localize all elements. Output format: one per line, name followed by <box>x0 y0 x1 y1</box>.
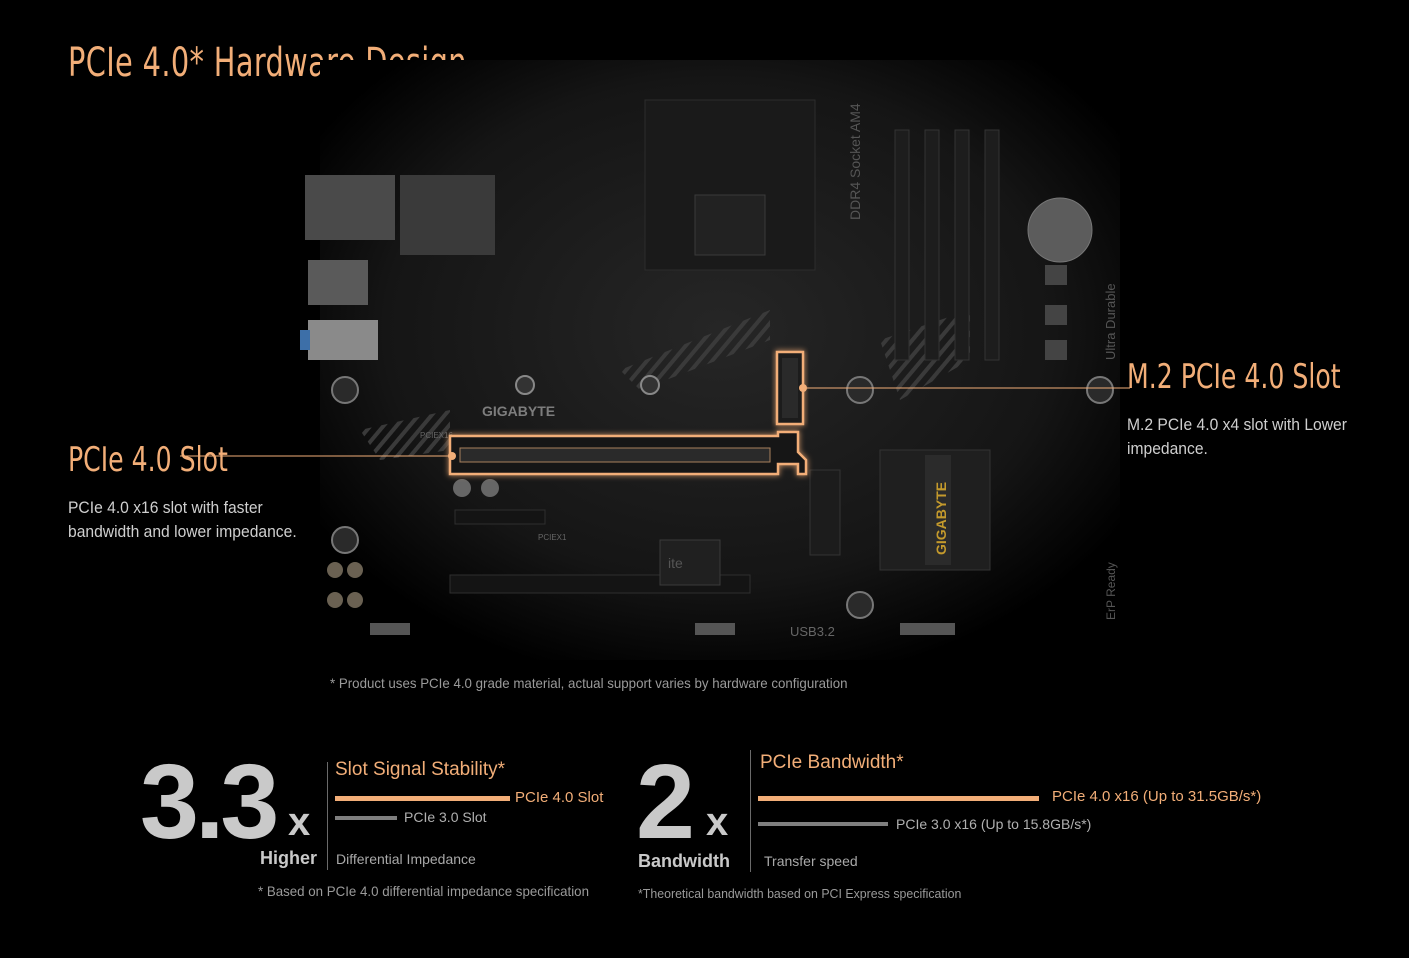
standoff <box>846 591 874 619</box>
erp-silkscreen: ErP Ready <box>1104 562 1118 620</box>
io-chip <box>659 539 721 586</box>
m2-secondary-slot <box>809 469 841 556</box>
choke <box>1045 305 1067 325</box>
pcie-slot-callout-description: PCIe 4.0 x16 slot with faster bandwidth … <box>68 498 297 541</box>
pin-header <box>370 623 410 635</box>
bar-pcie3 <box>335 816 397 820</box>
stat-heading: PCIe Bandwidth* <box>760 752 904 773</box>
pin-header <box>695 623 735 635</box>
standoff <box>515 375 535 395</box>
product-footnote: * Product uses PCIe 4.0 grade material, … <box>330 675 848 691</box>
standoff <box>1086 376 1114 404</box>
pin-header <box>900 623 955 635</box>
stat-caption: Differential Impedance <box>336 851 476 867</box>
standoff <box>640 375 660 395</box>
stat-footnote: *Theoretical bandwidth based on PCI Expr… <box>638 886 962 901</box>
io-port-block <box>305 175 395 240</box>
stat-word: Bandwidth <box>638 851 730 871</box>
brand-silkscreen: GIGABYTE <box>482 403 555 419</box>
m2-slot-callout-title: M.2 PCIe 4.0 Slot <box>1127 357 1341 397</box>
bar-label-pcie4: PCIe 4.0 Slot <box>515 789 604 806</box>
heatsink-brand: GIGABYTE <box>933 482 949 555</box>
socket-lever <box>694 194 766 256</box>
m2-slot-highlight <box>775 350 805 426</box>
pcie-4-slot-highlight <box>448 430 808 476</box>
bar-label-pcie3: PCIe 3.0 Slot <box>404 809 487 825</box>
stat-number: 2 <box>636 743 695 861</box>
standoff <box>331 526 359 554</box>
audio-jack <box>300 330 310 350</box>
dimm-slot <box>894 129 910 361</box>
stat-suffix: x <box>706 800 729 844</box>
stat-divider <box>750 750 751 872</box>
dimm-slot <box>954 129 970 361</box>
pcie-slot-callout-title: PCIe 4.0 Slot <box>68 440 228 480</box>
bar-label-pcie4: PCIe 4.0 x16 (Up to 31.5GB/s*) <box>1052 788 1262 805</box>
capacitor <box>453 479 471 497</box>
ultra-durable-silkscreen: Ultra Durable <box>1103 283 1118 360</box>
dimm-slot <box>984 129 1000 361</box>
standoff <box>846 376 874 404</box>
pciex16-silkscreen: PCIEX16 <box>420 431 453 440</box>
bar-label-pcie3: PCIe 3.0 x16 (Up to 15.8GB/s*) <box>896 816 1092 832</box>
bar-pcie3 <box>758 822 888 826</box>
pciex1-silkscreen: PCIEX1 <box>538 533 567 542</box>
socket-silkscreen: DDR4 Socket AM4 <box>847 103 863 220</box>
capacitor <box>327 562 343 578</box>
stat-footnote: * Based on PCIe 4.0 differential impedan… <box>258 883 589 899</box>
m2-slot-callout-description: M.2 PCIe 4.0 x4 slot with Lower impedanc… <box>1127 415 1347 458</box>
io-port-block <box>400 175 495 255</box>
pcb-accent <box>360 410 450 460</box>
audio-port <box>308 320 378 360</box>
dimm-slot <box>924 129 940 361</box>
usb-port <box>308 260 368 305</box>
stat-word: Higher <box>260 848 318 868</box>
capacitor <box>347 592 363 608</box>
heatsink-plate <box>925 455 951 565</box>
stat-heading: Slot Signal Stability* <box>335 759 506 780</box>
capacitor <box>347 562 363 578</box>
choke <box>1045 265 1067 285</box>
bar-pcie4 <box>758 796 1039 801</box>
bar-pcie4 <box>335 796 510 801</box>
usb-silkscreen: USB3.2 <box>790 624 835 639</box>
standoff <box>331 376 359 404</box>
pcie-x1-slot <box>454 509 546 525</box>
stat-divider <box>327 762 328 870</box>
stat-number: 3.3 <box>140 743 279 861</box>
capacitor <box>327 592 343 608</box>
motherboard-image: DDR4 Socket AM4 Ultra Durable ErP Ready … <box>300 60 1120 660</box>
capacitor <box>481 479 499 497</box>
stat-suffix: x <box>288 800 311 844</box>
stat-caption: Transfer speed <box>764 853 858 869</box>
cmos-battery <box>1027 197 1093 263</box>
ite-silkscreen: ite <box>668 555 683 571</box>
vrm-accent <box>620 310 770 390</box>
choke <box>1045 340 1067 360</box>
